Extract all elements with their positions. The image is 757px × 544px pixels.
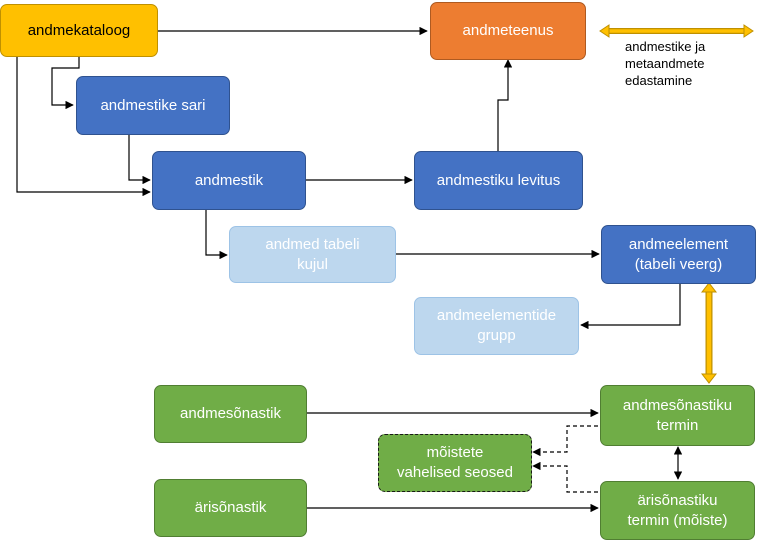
- node-andmeelementide-grupp: andmeelementide grupp: [414, 297, 579, 355]
- legend-transfer-arrow: [599, 24, 754, 38]
- edge-element-to-group: [580, 284, 681, 330]
- edge-distribution-to-service: [497, 59, 513, 151]
- node-arisonastiku-termin: ärisõnastiku termin (mõiste): [600, 481, 755, 540]
- node-andmeteenus: andmeteenus: [430, 2, 586, 60]
- node-andmestiku-levitus: andmestiku levitus: [414, 151, 583, 210]
- node-andmesonastiku-termin: andmesõnastiku termin: [600, 385, 755, 446]
- node-andmestik: andmestik: [152, 151, 306, 210]
- node-andmeelement: andmeelement (tabeli veerg): [601, 225, 756, 284]
- edge-concept-relations-upper: [532, 425, 598, 457]
- node-andmestike-sari: andmestike sari: [76, 76, 230, 135]
- node-andmed-tabeli-kujul: andmed tabeli kujul: [229, 226, 396, 283]
- node-andmesonastik: andmesõnastik: [154, 385, 307, 443]
- edge-dataset-to-table: [205, 210, 228, 260]
- legend-label: andmestike ja metaandmete edastamine: [625, 39, 706, 88]
- node-moistete-vahelised-seosed: mõistete vahelised seosed: [378, 434, 532, 492]
- transfer-arrow: [700, 282, 718, 384]
- node-andmekataloog: andmekataloog: [0, 4, 158, 57]
- edge-catalog-to-dataset: [16, 57, 151, 197]
- node-arisonastik: ärisõnastik: [154, 479, 307, 537]
- edge-concept-relations-lower: [532, 461, 598, 493]
- edge-catalog-to-series: [51, 57, 80, 110]
- edge-series-to-dataset: [128, 135, 151, 185]
